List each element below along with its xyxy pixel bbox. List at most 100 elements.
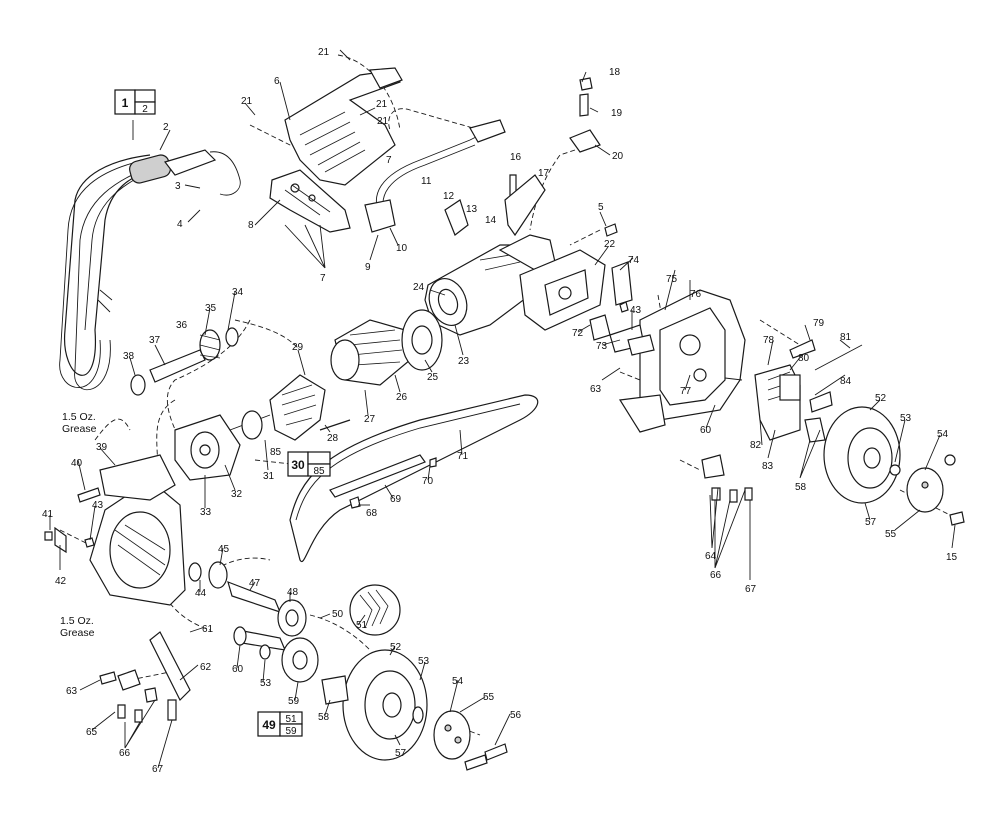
grease-note-lower-line2: Grease [60,627,95,639]
bracket-right [701,454,725,479]
callout: 69 [390,494,402,505]
callout: 67 [745,584,757,595]
drive-gears [188,561,319,683]
kit-box-49: 49 51 59 [257,711,303,737]
gear-plate-part [519,249,606,331]
callout: 81 [840,332,852,343]
chain-detail-circle [349,584,401,636]
motor-field-part [330,319,411,386]
callout: 21 [318,47,330,58]
grease-note-lower: 1.5 Oz. Grease [60,615,95,639]
callout: 21 [377,116,389,127]
callout: 70 [422,476,434,487]
callout: 71 [457,451,469,462]
callout: 2 [163,122,169,133]
callout: 21 [376,99,388,110]
callout: 68 [366,508,378,519]
callout: 18 [609,67,621,78]
callout: 7 [386,155,392,166]
callout: 36 [176,320,188,331]
switch-and-wire [364,119,506,233]
callout: 37 [149,335,161,346]
callout: 58 [795,482,807,493]
callout: 53 [260,678,272,689]
callout: 61 [202,624,214,635]
kit-box-30-sub: 85 [313,466,325,477]
callout: 43 [630,305,642,316]
callout: 75 [666,274,678,285]
callout: 73 [596,341,608,352]
callout: 27 [364,414,376,425]
front-housing-part [89,454,186,606]
callout: 59 [288,696,300,707]
motor-housing-part [424,234,556,336]
handle-part [284,67,403,186]
callout: 43 [92,500,104,511]
callout: 55 [483,692,495,703]
power-cord [59,149,241,391]
callout: 11 [421,176,432,187]
callout: 52 [875,393,887,404]
kit-box-49-main: 49 [262,718,276,732]
callout: 55 [885,529,897,540]
callout: 15 [946,552,958,563]
kit-box-30: 30 85 [287,451,331,477]
kit-box-1: 1 2 [114,89,156,115]
callout: 84 [840,376,852,387]
callout: 72 [572,328,584,339]
switch-housing-part [269,169,351,233]
callout: 45 [218,544,230,555]
callout: 31 [263,471,275,482]
callout: 14 [485,215,497,226]
kit-box-49-sub-b: 59 [285,726,297,737]
callout: 17 [538,168,550,179]
grease-note-upper: 1.5 Oz. Grease [62,411,97,435]
callout: 40 [71,458,83,469]
callout: 80 [798,353,810,364]
callout: 47 [249,578,261,589]
callout: 77 [680,386,692,397]
callout: 8 [248,220,254,231]
kit-box-30-main: 30 [291,458,305,472]
callout: 66 [119,748,131,759]
callout: 32 [231,489,243,500]
callout: 83 [762,461,774,472]
callout: 48 [287,587,299,598]
callout: 62 [200,662,212,673]
kit-box-1-main: 1 [122,96,129,110]
kit-box-49-sub-a: 51 [285,714,297,725]
callout: 23 [458,356,470,367]
callout: 16 [510,152,522,163]
callout: 65 [86,727,98,738]
callout: 51 [356,620,368,631]
callout: 58 [318,712,330,723]
gear-case-part [174,414,241,481]
callout-numbers: 2 3 4 5 6 7 7 8 9 10 11 12 13 14 15 16 1… [42,47,958,775]
callout: 6 [274,76,280,87]
callout: 50 [332,609,344,620]
callout: 44 [195,588,207,599]
callout: 85 [270,447,282,458]
small-screws [44,77,965,771]
callout: 52 [390,642,402,653]
callout: 12 [443,191,455,202]
callout: 57 [395,748,407,759]
callout: 54 [452,676,464,687]
callout: 60 [700,425,712,436]
callout: 33 [200,507,212,518]
callout: 19 [611,108,623,119]
callout: 38 [123,351,135,362]
callout: 7 [320,273,326,284]
callout: 5 [598,202,604,213]
callout: 29 [292,342,304,353]
callout: 34 [232,287,244,298]
callout: 60 [232,664,244,675]
wheel-lower [321,649,471,761]
grease-note-upper-line1: 1.5 Oz. [62,411,96,423]
callout: 13 [466,204,478,215]
callout: 57 [865,517,877,528]
armature-part [229,374,326,441]
callout: 24 [413,282,425,293]
